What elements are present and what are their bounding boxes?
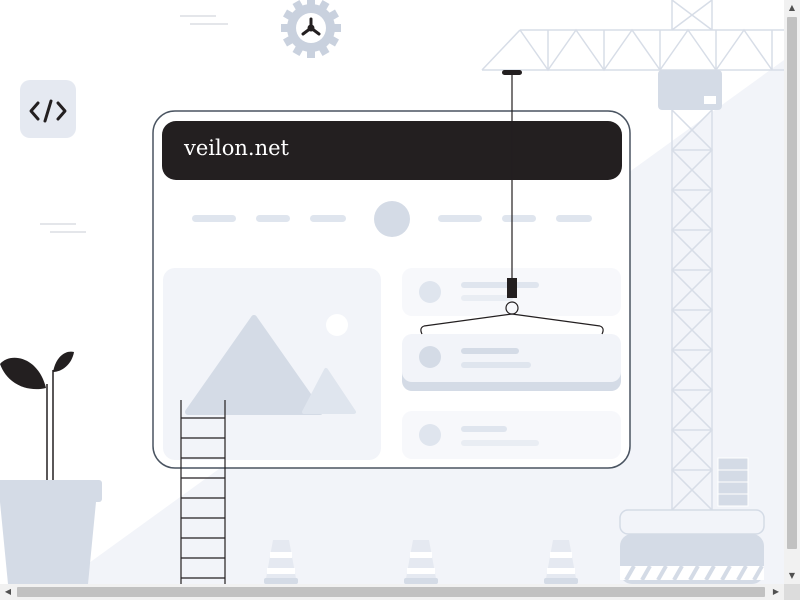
vertical-scrollbar[interactable]: ▲ ▼ xyxy=(784,0,800,584)
vertical-scroll-thumb[interactable] xyxy=(787,17,797,549)
plant-icon xyxy=(0,351,102,584)
avatar-placeholder xyxy=(374,201,410,237)
list-card-2-hoisted xyxy=(402,334,621,391)
image-placeholder-icon xyxy=(163,268,381,460)
scroll-right-icon[interactable]: ▶ xyxy=(772,587,780,596)
browser-address-bar xyxy=(162,121,622,180)
scroll-down-icon[interactable]: ▼ xyxy=(788,571,796,580)
nav-placeholders xyxy=(192,215,592,222)
scroll-up-icon[interactable]: ▲ xyxy=(788,3,796,12)
scroll-left-icon[interactable]: ◀ xyxy=(4,587,12,596)
ladder xyxy=(180,400,226,584)
list-card-3 xyxy=(402,411,621,459)
scrollbar-corner xyxy=(784,584,800,600)
horizontal-scroll-thumb[interactable] xyxy=(17,587,765,597)
crane-hook xyxy=(420,70,604,335)
site-domain: veilon.net xyxy=(184,136,289,160)
speed-lines xyxy=(40,15,228,233)
traffic-cones xyxy=(264,540,578,584)
code-icon xyxy=(20,80,76,138)
gear-icon xyxy=(281,0,341,58)
horizontal-scrollbar[interactable]: ◀ ▶ xyxy=(0,584,784,600)
crane-icon xyxy=(481,0,784,584)
